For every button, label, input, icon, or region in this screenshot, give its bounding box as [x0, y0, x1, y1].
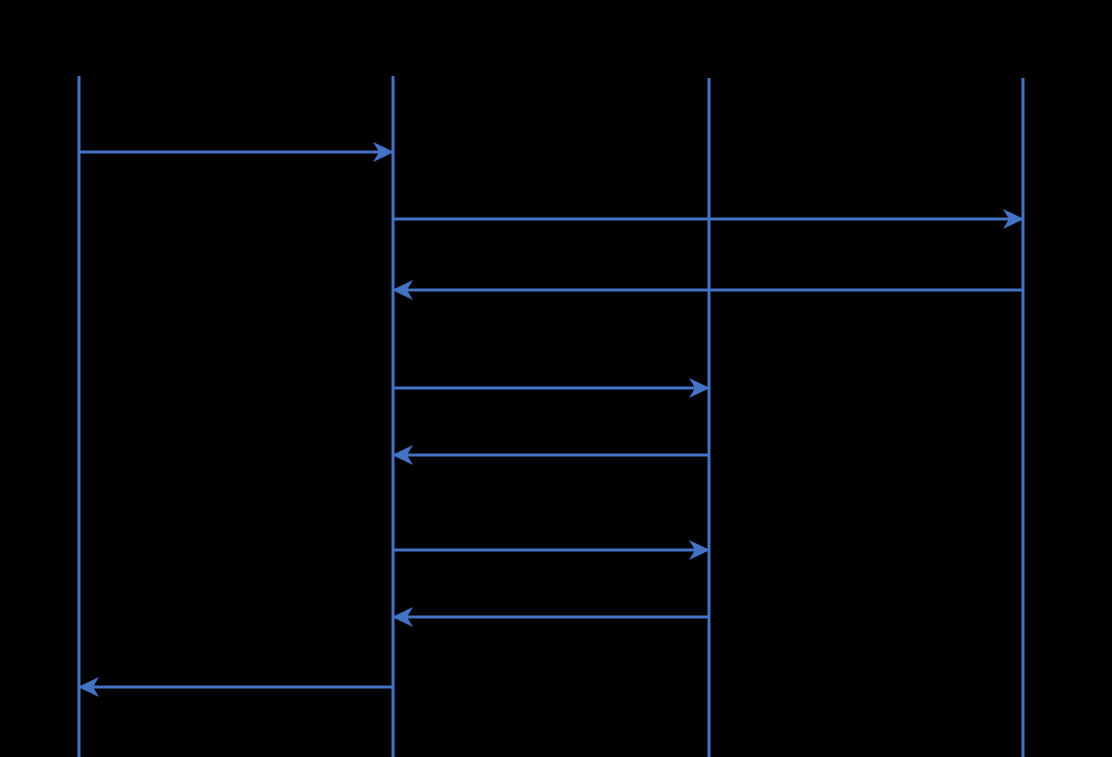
messages-group [78, 142, 1024, 697]
lifelines-group [77, 76, 1025, 757]
